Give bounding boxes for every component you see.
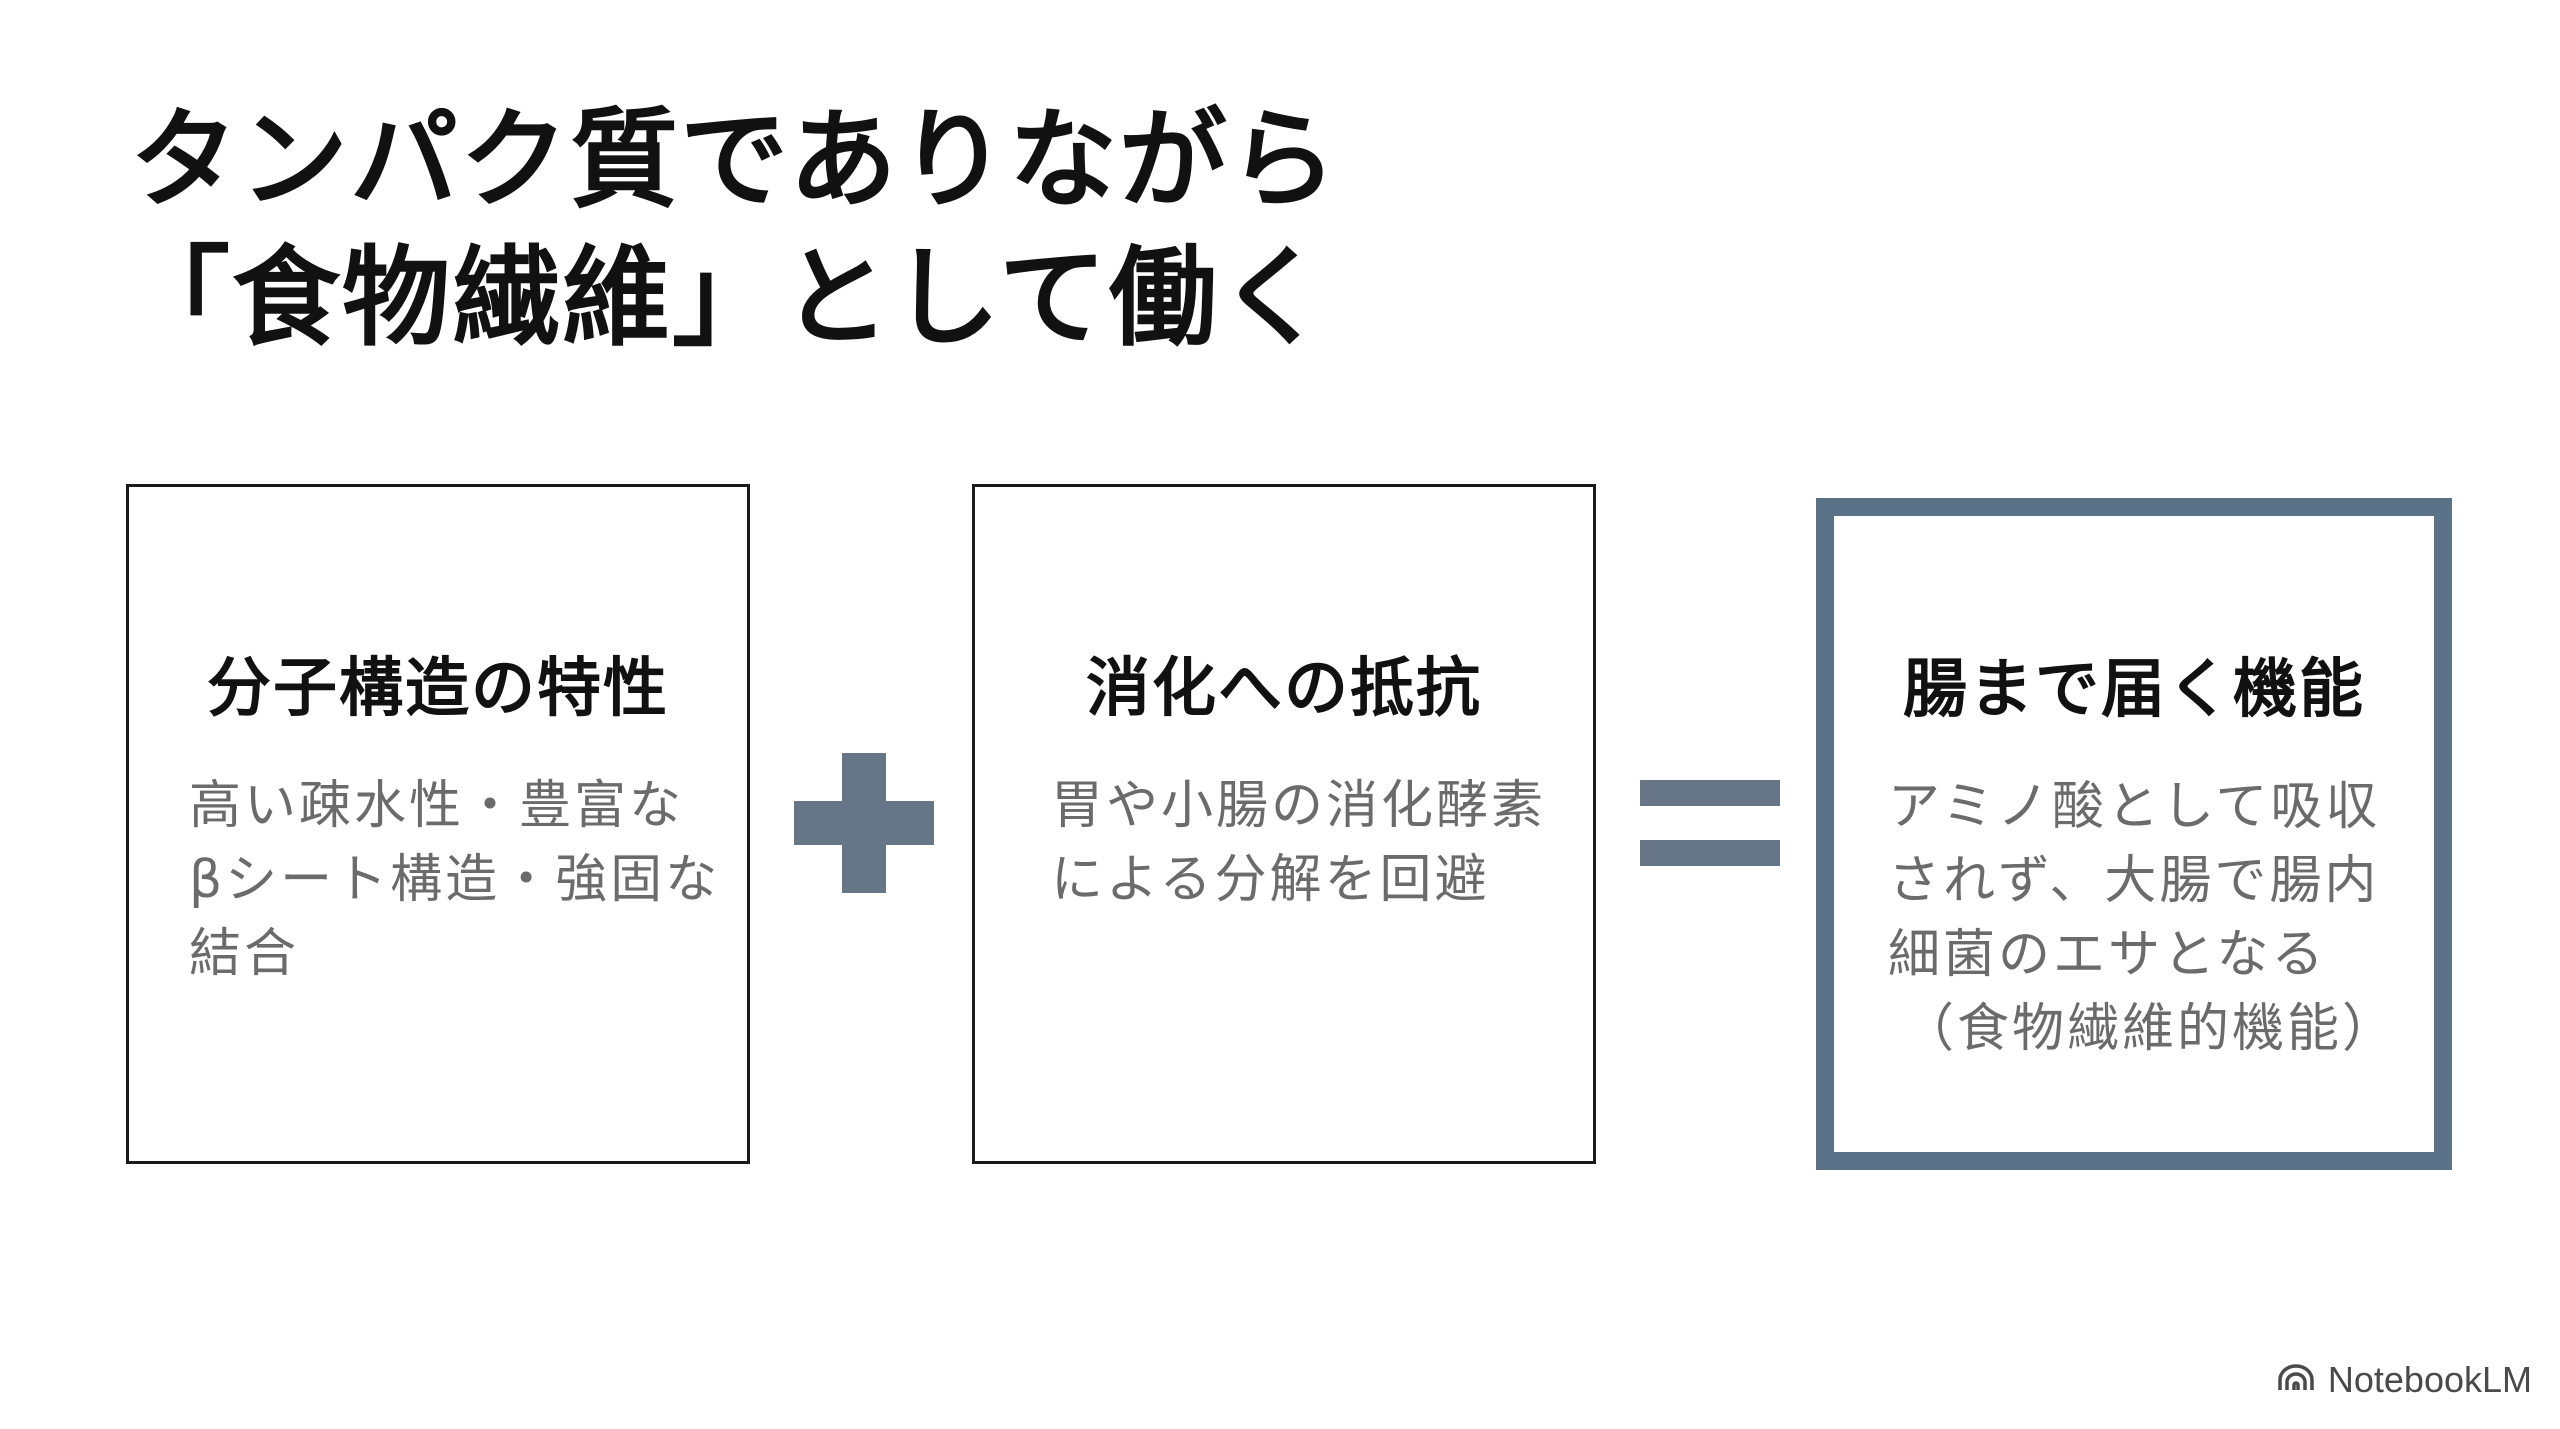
title-line-2: 「食物繊維」として働く bbox=[122, 236, 1329, 361]
box-body: 胃や小腸の消化酵素 による分解を回避 bbox=[1051, 769, 1546, 917]
title-line-1: タンパク質でありながら bbox=[130, 98, 1339, 223]
box-body: 高い疎水性・豊富な βシート構造・強固な 結合 bbox=[189, 769, 720, 991]
brand-name: NotebookLM bbox=[2327, 1359, 2532, 1400]
box-molecular-structure: 分子構造の特性 高い疎水性・豊富な βシート構造・強固な 結合 bbox=[126, 484, 750, 1164]
plus-icon bbox=[794, 753, 934, 893]
equals-icon bbox=[1640, 780, 1780, 866]
box-body: アミノ酸として吸収 されず、大腸で腸内 細菌のエサとなる （食物繊維的機能） bbox=[1888, 770, 2397, 1066]
box-body-line: アミノ酸として吸収 bbox=[1888, 777, 2381, 837]
box-heading: 分子構造の特性 bbox=[207, 652, 669, 726]
box-heading: 腸まで届く機能 bbox=[1903, 653, 2365, 727]
notebooklm-logo-icon bbox=[2276, 1359, 2316, 1401]
box-digestion-resistance: 消化への抵抗 胃や小腸の消化酵素 による分解を回避 bbox=[972, 484, 1596, 1164]
box-heading: 消化への抵抗 bbox=[1086, 652, 1482, 726]
box-body-line: による分解を回避 bbox=[1051, 850, 1490, 910]
box-body-line: 高い疎水性・豊富な bbox=[189, 776, 685, 836]
box-body-line: βシート構造・強固な bbox=[189, 850, 721, 910]
box-body-line: 胃や小腸の消化酵素 bbox=[1051, 776, 1547, 836]
box-body-line: 細菌のエサとなる bbox=[1888, 925, 2327, 985]
slide-title: タンパク質でありながら 「食物繊維」として働く bbox=[122, 92, 1339, 368]
box-body-line: （食物繊維的機能） bbox=[1902, 999, 2398, 1059]
brand-watermark: NotebookLM bbox=[2276, 1359, 2532, 1401]
box-gut-function: 腸まで届く機能 アミノ酸として吸収 されず、大腸で腸内 細菌のエサとなる （食物… bbox=[1816, 498, 2452, 1170]
box-body-line: 結合 bbox=[189, 924, 300, 984]
box-body-line: されず、大腸で腸内 bbox=[1888, 851, 2380, 911]
